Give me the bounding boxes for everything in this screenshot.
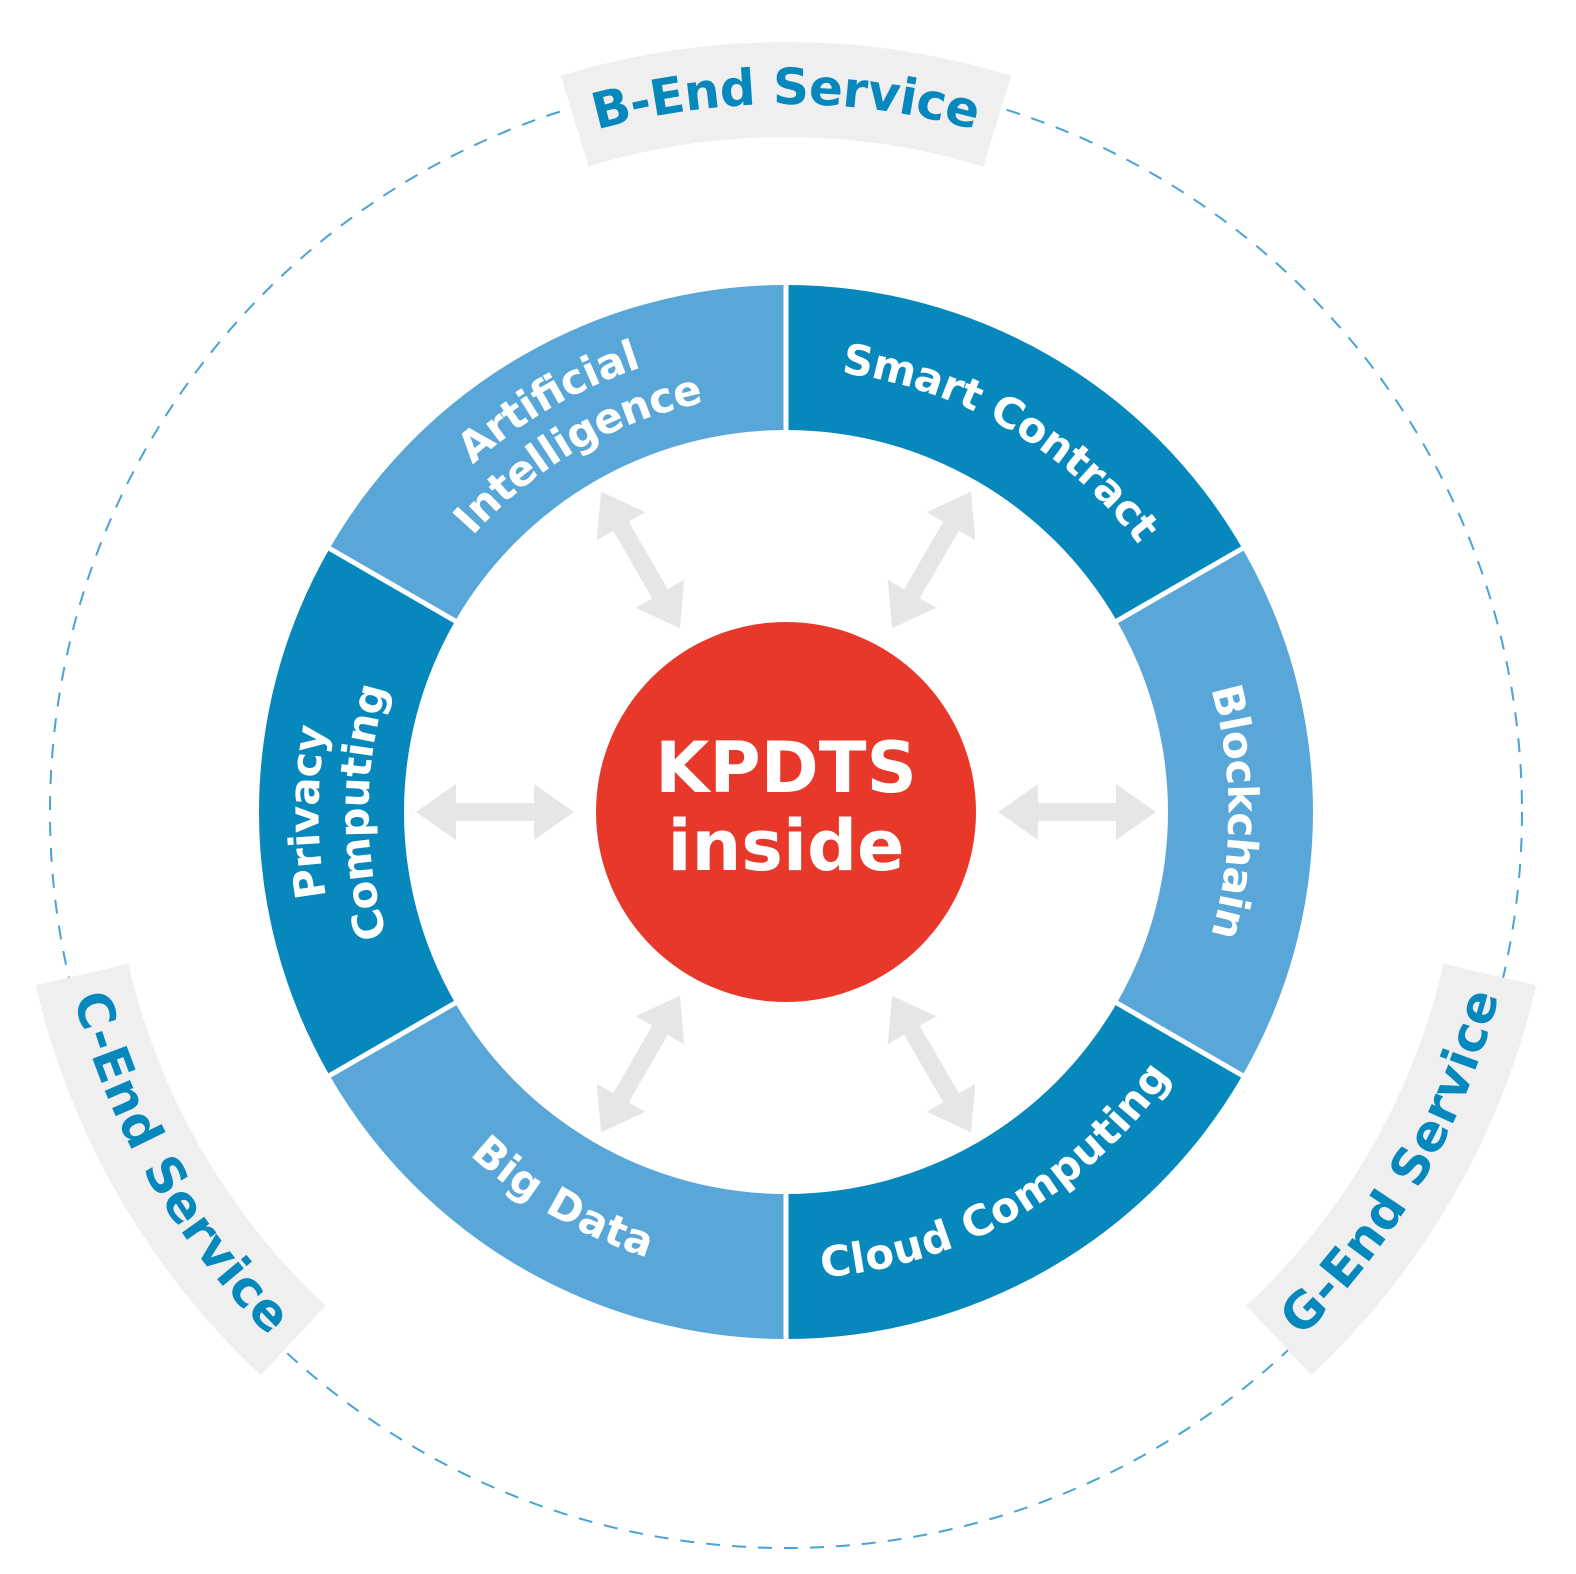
double-arrow-icon xyxy=(416,784,574,840)
c-end-service-band xyxy=(35,963,326,1376)
g-end-service-label: G-End Service xyxy=(1268,983,1510,1346)
kpdts-center-circle xyxy=(596,622,976,1002)
ring-separator xyxy=(1113,999,1246,1079)
center-label-line1: KPDTS xyxy=(655,727,917,809)
double-arrow-icon xyxy=(596,491,685,629)
center-label-line2: inside xyxy=(667,805,904,887)
ring-separator xyxy=(1113,545,1246,625)
double-arrow-icon xyxy=(887,491,976,629)
double-arrow-icon xyxy=(998,784,1156,840)
ring-separator xyxy=(326,545,459,625)
big-data-segment xyxy=(329,1003,786,1339)
g-end-service-band xyxy=(1246,963,1537,1376)
b-end-service-band xyxy=(560,42,1012,167)
privacy-computing-label-line-1: Privacy xyxy=(279,721,336,902)
privacy-computing-segment xyxy=(259,548,456,1076)
cloud-computing-segment xyxy=(786,1003,1243,1339)
ring-separator xyxy=(326,999,459,1079)
blockchain-segment xyxy=(1116,548,1313,1076)
c-end-service-label: C-End Service xyxy=(62,984,302,1344)
smart-contract-segment xyxy=(786,285,1243,621)
artificial-intelligence-segment xyxy=(329,285,786,621)
double-arrow-icon xyxy=(887,995,976,1133)
double-arrow-icon xyxy=(596,995,685,1133)
